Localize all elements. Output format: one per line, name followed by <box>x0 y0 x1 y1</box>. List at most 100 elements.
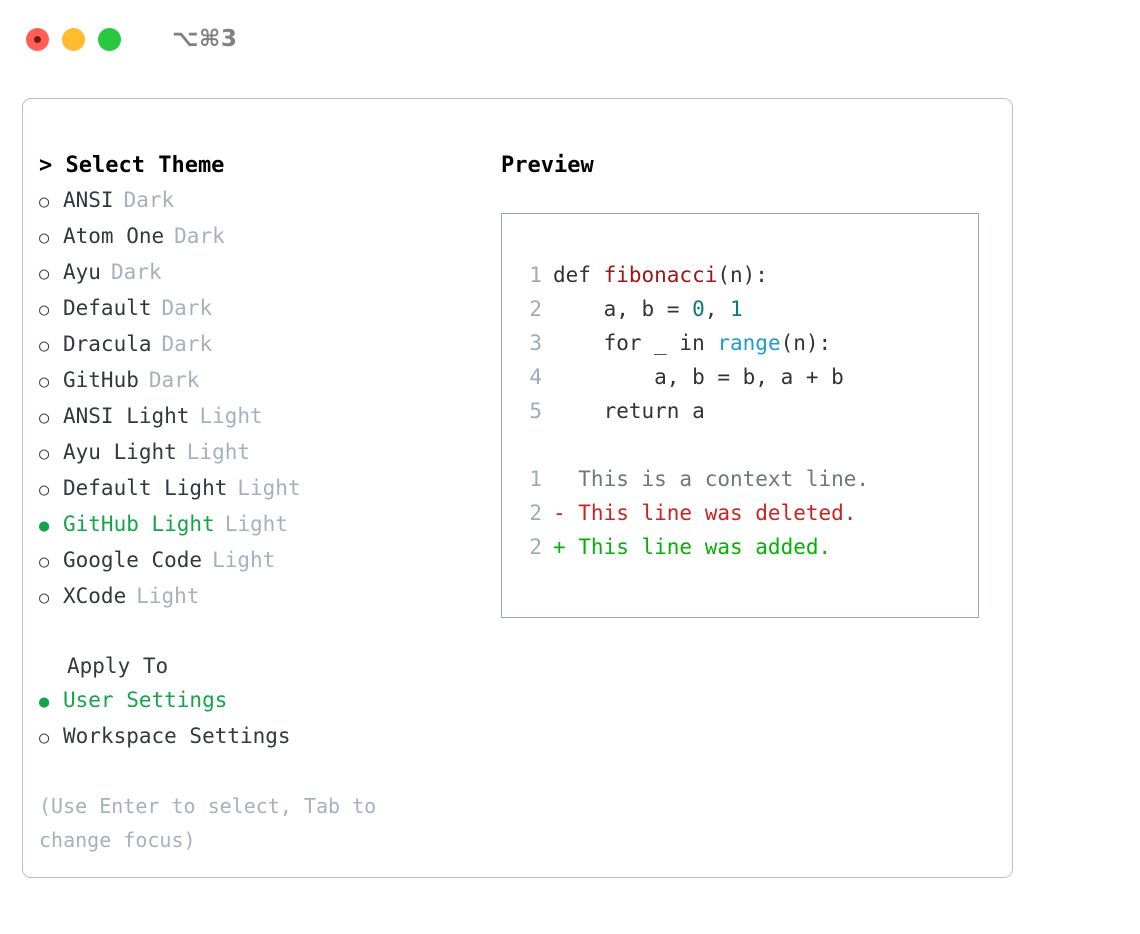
apply-to-list-item[interactable]: ○ Workspace Settings <box>39 719 479 755</box>
theme-list-item[interactable]: ○ Ayu Light Light <box>39 435 479 471</box>
theme-list-item[interactable]: ○ Ayu Dark <box>39 255 479 291</box>
theme-item-label: GitHub <box>63 368 139 392</box>
theme-item-label: ANSI <box>63 188 114 212</box>
code-token-num: 0 <box>692 297 705 321</box>
preview-heading: Preview <box>501 153 594 178</box>
apply-to-heading: Apply To <box>67 654 169 678</box>
diff-sample: 1 This is a context line. 2 - This line wa… <box>516 462 978 564</box>
code-token-plain: a, b = b, a + b <box>553 365 844 389</box>
code-line-number: 4 <box>529 365 542 389</box>
radio-unselected-icon[interactable]: ○ <box>39 588 50 608</box>
theme-item-label: Default Light <box>63 476 228 500</box>
radio-unselected-icon[interactable]: ○ <box>39 372 50 392</box>
theme-item-label: Atom One <box>63 224 165 248</box>
minimize-button[interactable] <box>62 27 85 51</box>
theme-item-label: Dracula <box>63 332 152 356</box>
radio-unselected-icon[interactable]: ○ <box>39 300 50 320</box>
keyboard-hint-text: (Use Enter to select, Tab to change focu… <box>39 794 377 852</box>
theme-list-item[interactable]: ○ Dracula Dark <box>39 327 479 363</box>
theme-item-variant-tag: Light <box>237 476 301 500</box>
code-token-plain: def <box>553 263 604 287</box>
radio-unselected-icon[interactable]: ○ <box>39 480 50 500</box>
theme-item-label: Ayu Light <box>63 440 177 464</box>
code-line-number: 5 <box>529 399 542 423</box>
diff-line-text-add: + This line was added. <box>553 535 832 559</box>
radio-selected-icon[interactable]: ● <box>39 516 50 536</box>
radio-unselected-icon[interactable]: ○ <box>39 728 50 748</box>
code-line-number: 3 <box>529 331 542 355</box>
theme-item-label: GitHub Light <box>63 512 215 536</box>
theme-item-label: ANSI Light <box>63 404 190 428</box>
theme-item-variant-tag: Dark <box>161 296 213 320</box>
code-line: 2 a, b = 0, 1 <box>516 292 978 326</box>
code-line-text: a, b = b, a + b <box>542 360 844 394</box>
code-token-plain: for _ in <box>553 331 718 355</box>
radio-unselected-icon[interactable]: ○ <box>39 264 50 284</box>
code-line-text: def fibonacci(n): <box>542 258 768 292</box>
theme-list-item[interactable]: ○ XCode Light <box>39 579 479 615</box>
theme-item-label: Google Code <box>63 548 203 572</box>
code-token-plain: , <box>704 297 731 321</box>
code-token-plain: (n): <box>717 263 768 287</box>
code-line-text: a, b = 0, 1 <box>542 292 743 326</box>
theme-item-variant-tag: Light <box>224 512 288 536</box>
radio-unselected-icon[interactable]: ○ <box>39 444 50 464</box>
preview-spacer <box>516 428 978 462</box>
radio-selected-icon[interactable]: ● <box>39 692 50 712</box>
apply-to-item-label: User Settings <box>63 688 228 712</box>
theme-item-label: Ayu <box>63 260 101 284</box>
code-token-plain: a, b = <box>553 297 693 321</box>
code-line: 4 a, b = b, a + b <box>516 360 978 394</box>
code-token-builtin: range <box>717 331 781 355</box>
theme-list-item[interactable]: ○ Default Light Light <box>39 471 479 507</box>
code-token-num: 1 <box>730 297 743 321</box>
diff-line-text-del: - This line was deleted. <box>553 501 857 525</box>
theme-item-variant-tag: Light <box>136 584 200 608</box>
diff-line-number: 1 <box>529 467 542 491</box>
title-bar: ⌥⌘3 <box>0 0 1140 78</box>
diff-line: 2 - This line was deleted. <box>516 496 978 530</box>
theme-list-item[interactable]: ○ ANSI Light Light <box>39 399 479 435</box>
code-line: 5 return a <box>516 394 978 428</box>
code-token-plain: return a <box>553 399 705 423</box>
theme-item-label: XCode <box>63 584 127 608</box>
code-token-plain: (n): <box>780 331 832 355</box>
theme-item-label: Default <box>63 296 152 320</box>
code-line-number: 1 <box>529 263 542 287</box>
diff-line-text-ctx: This is a context line. <box>553 467 870 491</box>
apply-to-list[interactable]: ● User Settings ○ Workspace Settings <box>39 683 479 755</box>
apply-to-list-item[interactable]: ● User Settings <box>39 683 479 719</box>
close-button[interactable] <box>26 27 49 51</box>
theme-item-variant-tag: Dark <box>123 188 175 212</box>
theme-list-item[interactable]: ○ ANSI Dark <box>39 183 479 219</box>
theme-list-item[interactable]: ● GitHub Light Light <box>39 507 479 543</box>
radio-unselected-icon[interactable]: ○ <box>39 228 50 248</box>
diff-line-number: 2 <box>529 501 542 525</box>
theme-item-variant-tag: Light <box>186 440 251 464</box>
theme-list-item[interactable]: ○ Default Dark <box>39 291 479 327</box>
theme-item-variant-tag: Dark <box>110 260 162 284</box>
radio-unselected-icon[interactable]: ○ <box>39 552 50 572</box>
radio-unselected-icon[interactable]: ○ <box>39 192 50 212</box>
keyboard-shortcut-label: ⌥⌘3 <box>172 26 238 52</box>
apply-to-item-label: Workspace Settings <box>63 724 291 748</box>
theme-item-variant-tag: Dark <box>161 332 213 356</box>
diff-line-number: 2 <box>529 535 542 559</box>
radio-unselected-icon[interactable]: ○ <box>39 336 50 356</box>
zoom-button[interactable] <box>98 27 121 51</box>
theme-item-variant-tag: Light <box>199 404 263 428</box>
code-line-number: 2 <box>529 297 542 321</box>
radio-unselected-icon[interactable]: ○ <box>39 408 50 428</box>
diff-line: 1 This is a context line. <box>516 462 978 496</box>
code-line-text: return a <box>542 394 705 428</box>
